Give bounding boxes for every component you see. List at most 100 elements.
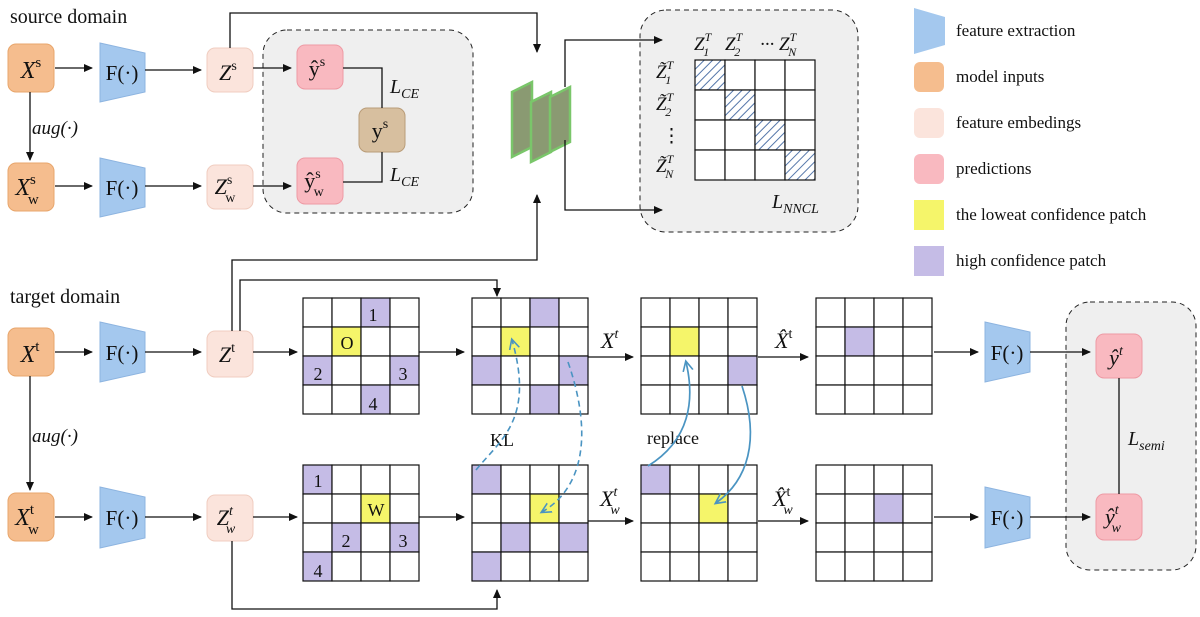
patch-cell	[302, 493, 333, 524]
source-aug-prediction-node	[296, 157, 344, 205]
patch-cell	[558, 464, 589, 495]
patch-cell	[331, 297, 362, 328]
patch-cell	[302, 326, 333, 357]
patch-cell	[302, 522, 333, 553]
patch-cell	[698, 551, 729, 582]
grid-aug-patches	[302, 464, 420, 582]
patch-cell	[331, 384, 362, 415]
patch-cell	[471, 384, 502, 415]
arrow-ztw-grid5	[231, 541, 501, 610]
patch-cell	[331, 493, 362, 524]
high-confidence-patch	[558, 522, 589, 553]
patch-cell	[471, 326, 502, 357]
nncl-loss-label: LNNCL	[771, 191, 819, 217]
patch-cell	[331, 551, 362, 582]
feature-stack-layer-1	[510, 79, 534, 160]
target-prediction-label: ŷt	[1107, 344, 1124, 370]
target-embedding-node	[206, 330, 254, 378]
source-prediction-label: ŷs	[309, 55, 325, 81]
matrix-cell	[724, 149, 756, 181]
patch-cell	[669, 493, 700, 524]
g4-label-3: 3	[399, 531, 408, 551]
replace-arrow-up	[647, 362, 690, 467]
patch-cell	[844, 551, 875, 582]
target-embedding-label: Zt	[219, 341, 235, 367]
arrow-zt-stack	[231, 194, 541, 331]
patch-cell	[698, 464, 729, 495]
patch-cell	[389, 384, 420, 415]
legend-item: feature extraction	[914, 8, 1076, 54]
g1-label-1: 1	[369, 305, 378, 325]
patch-cell	[844, 355, 875, 386]
grid-aug-final	[815, 464, 933, 582]
matrix-positive-cell	[784, 149, 816, 181]
patch-cell	[640, 551, 671, 582]
patch-cell	[500, 551, 531, 582]
replace-label: replace	[647, 428, 699, 448]
grid-target-replaced	[640, 297, 758, 415]
target-aug-embedding-node	[206, 494, 254, 542]
patch-cell	[873, 522, 904, 553]
legend-item: high confidence patch	[914, 246, 1107, 276]
semi-loss-label: Lsemi	[1127, 428, 1165, 454]
patch-cell	[640, 326, 671, 357]
source-aug-label: aug(·)	[32, 118, 78, 139]
patch-cell	[471, 493, 502, 524]
patch-cell	[902, 551, 933, 582]
patch-cell	[902, 326, 933, 357]
patch-cell	[873, 551, 904, 582]
patch-cell	[640, 384, 671, 415]
patch-cell	[471, 522, 502, 553]
legend-swatch	[914, 200, 944, 230]
matrix-cell	[784, 59, 816, 91]
g1-label-4: 4	[369, 394, 378, 414]
source-extractor-trapezoid	[99, 42, 146, 103]
patch-cell	[500, 355, 531, 386]
patch-cell	[902, 522, 933, 553]
patch-cell	[873, 297, 904, 328]
target-input-node	[7, 327, 55, 377]
patch-cell	[669, 355, 700, 386]
legend-item: feature embedings	[914, 108, 1081, 138]
patch-cell	[698, 297, 729, 328]
patch-cell	[669, 384, 700, 415]
source-embedding-label: Zs	[219, 59, 237, 85]
high-confidence-patch	[873, 493, 904, 524]
feature-stack-layer-3	[548, 84, 572, 155]
final-extractor-label: F(·)	[991, 341, 1024, 365]
patch-cell	[873, 384, 904, 415]
patch-cell	[815, 355, 846, 386]
patch-cell	[640, 522, 671, 553]
edge-label-xt: Xt	[600, 327, 619, 353]
legend-swatch	[914, 8, 945, 54]
patch-cell	[302, 297, 333, 328]
g4-label-4: 4	[314, 561, 323, 581]
g4-label-2: 2	[342, 531, 351, 551]
patch-cell	[902, 297, 933, 328]
legend-label: feature extraction	[956, 21, 1076, 40]
patch-cell	[727, 493, 758, 524]
legend-item: model inputs	[914, 62, 1044, 92]
grid-aug-kl	[471, 464, 589, 582]
edge-label-xhat-t: X̂t	[774, 327, 792, 353]
legend-swatch	[914, 246, 944, 276]
target-aug-label: aug(·)	[32, 426, 78, 447]
high-confidence-patch	[640, 464, 671, 495]
patch-cell	[844, 297, 875, 328]
ce-connector-top	[343, 67, 383, 108]
patch-cell	[815, 522, 846, 553]
matrix-positive-cell	[724, 89, 756, 121]
high-confidence-patch	[558, 355, 589, 386]
grid-target-final	[815, 297, 933, 415]
grid-target-kl	[471, 297, 589, 415]
legend-label: feature embedings	[956, 113, 1081, 132]
source-prediction-node	[296, 44, 344, 90]
lowest-confidence-patch	[669, 326, 700, 357]
high-confidence-patch	[529, 297, 560, 328]
